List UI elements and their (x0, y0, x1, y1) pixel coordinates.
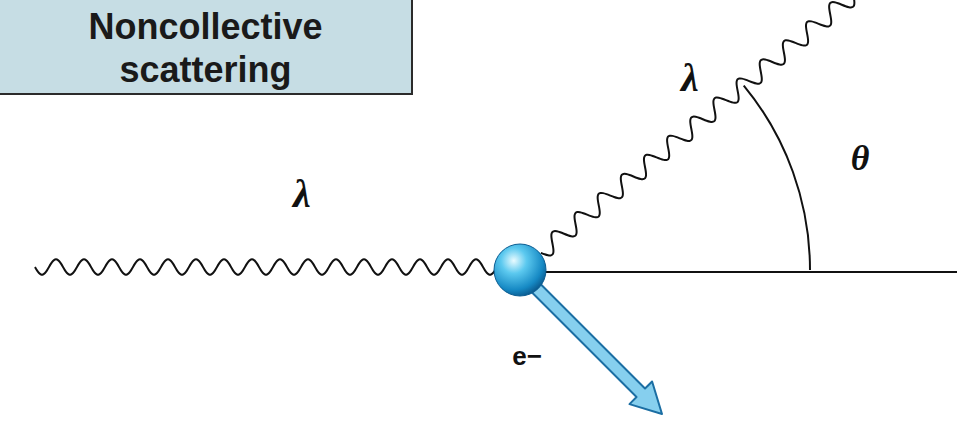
angle-label: θ (851, 140, 870, 176)
baseline (545, 271, 957, 273)
angle-arc (744, 86, 810, 270)
electron-sphere (494, 244, 546, 296)
box-title: Noncollective scattering (71, 5, 341, 91)
wavelength-label: λ (681, 58, 699, 98)
recoil-arrow (526, 278, 662, 414)
wavelength-label: λ (293, 174, 311, 214)
scattered-wave (541, 0, 957, 255)
electron-label: e− (512, 343, 542, 369)
incident-wave (35, 259, 495, 274)
title-box: Noncollective scattering (0, 0, 413, 95)
